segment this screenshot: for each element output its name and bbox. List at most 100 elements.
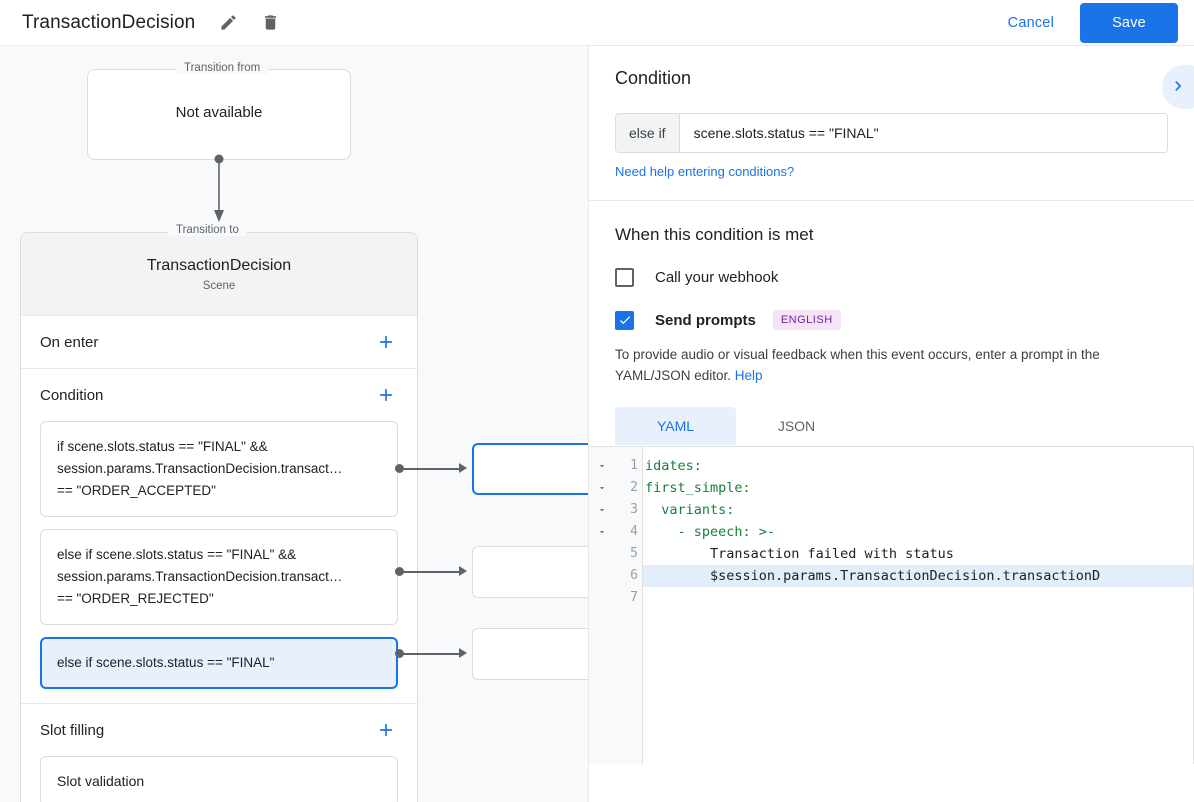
transition-from-value: Not available <box>175 104 263 121</box>
slot-filling-header: Slot filling <box>21 704 417 756</box>
send-prompts-checkbox[interactable] <box>615 310 634 330</box>
transition-to-legend: Transition to <box>168 224 247 236</box>
transition-from-legend: Transition from <box>176 62 269 74</box>
code-token-text: $session.params.TransactionDecision.tran… <box>645 568 1101 584</box>
tab-json[interactable]: JSON <box>736 407 857 445</box>
condition-card-line: == "ORDER_ACCEPTED" <box>57 483 216 498</box>
send-prompts-row[interactable]: Send prompts ENGLISH <box>615 310 1168 330</box>
collapse-panel-button[interactable] <box>1162 65 1194 109</box>
condition-input[interactable] <box>679 114 1167 152</box>
condition-title: Condition <box>40 386 104 404</box>
scene-graph-canvas[interactable]: Transition from Not available Transition… <box>0 46 588 802</box>
condition-details-panel: Condition else if Need help entering con… <box>588 46 1194 802</box>
code-line-number: 4 <box>630 524 638 539</box>
connector-line <box>403 468 459 470</box>
on-enter-title: On enter <box>40 333 99 351</box>
condition-card-line: if scene.slots.status == "FINAL" && <box>57 439 268 454</box>
add-on-enter-button[interactable] <box>373 329 399 355</box>
code-fold-spacer <box>589 587 615 609</box>
code-fold-toggle[interactable] <box>589 521 615 543</box>
scene-card[interactable]: TransactionDecision Scene On enter Condi… <box>20 232 418 802</box>
code-fold-toggle[interactable] <box>589 499 615 521</box>
panel-title: Condition <box>615 68 692 88</box>
condition-card[interactable]: else if scene.slots.status == "FINAL" &&… <box>40 529 398 625</box>
code-line-number: 7 <box>630 590 638 605</box>
on-enter-header: On enter <box>21 316 417 368</box>
code-token-text: Transaction failed with status <box>645 546 954 562</box>
connector-arrow <box>459 566 467 576</box>
code-line[interactable] <box>643 587 1193 609</box>
plus-icon <box>376 720 396 740</box>
language-badge: ENGLISH <box>772 310 841 330</box>
edit-name-button[interactable] <box>213 8 243 38</box>
connector-dot[interactable] <box>395 649 404 658</box>
code-line[interactable]: Transaction failed with status <box>643 543 1193 565</box>
connector-arrow <box>459 648 467 658</box>
code-content-area[interactable]: idates: first_simple: variants: - speech:… <box>643 447 1193 764</box>
trash-icon <box>261 13 280 32</box>
transition-target-card[interactable] <box>472 546 588 598</box>
condition-card-list: if scene.slots.status == "FINAL" && sessi… <box>21 421 417 703</box>
code-fold-toggle[interactable] <box>589 477 615 499</box>
connector-dot[interactable] <box>395 567 404 576</box>
code-line[interactable]: variants: <box>643 499 1193 521</box>
condition-card-line: else if scene.slots.status == "FINAL" <box>57 655 275 670</box>
scene-name: TransactionDecision <box>146 256 292 274</box>
transition-target-card[interactable] <box>472 443 588 495</box>
tab-yaml[interactable]: YAML <box>615 407 736 445</box>
top-bar-actions: Cancel Save <box>996 2 1178 43</box>
flow-arrow <box>212 154 226 229</box>
code-token-key: idates: <box>645 458 702 474</box>
section-condition: Condition if scene.slots.status == "FINA… <box>21 369 417 704</box>
condition-card-line: else if scene.slots.status == "FINAL" && <box>57 547 297 562</box>
transition-target-card[interactable] <box>472 628 588 680</box>
prompt-help-link[interactable]: Help <box>734 368 763 383</box>
slot-filling-title: Slot filling <box>40 721 105 739</box>
code-fold-toggle[interactable] <box>589 455 615 477</box>
check-icon <box>618 313 632 327</box>
app-top-bar: TransactionDecision Cancel Save <box>0 0 1194 46</box>
chevron-right-icon <box>1168 76 1194 99</box>
code-line[interactable]: - speech: >- <box>643 521 1193 543</box>
panel-header: Condition <box>589 46 1194 109</box>
connector-line <box>403 653 459 655</box>
send-prompts-label: Send prompts <box>655 311 756 329</box>
code-line-number: 6 <box>630 568 638 583</box>
code-token-key: variants: <box>661 502 735 518</box>
code-fold-spacer <box>589 565 615 587</box>
code-fold-spacer <box>589 543 615 565</box>
slot-validation-card[interactable]: Slot validation <box>40 756 398 802</box>
code-line-number: 2 <box>630 480 638 495</box>
pencil-icon <box>219 13 238 32</box>
connector-arrow <box>459 463 467 473</box>
add-slot-filling-button[interactable] <box>373 717 399 743</box>
delete-button[interactable] <box>255 8 285 38</box>
condition-header: Condition <box>21 369 417 421</box>
add-condition-button[interactable] <box>373 382 399 408</box>
connector-dot[interactable] <box>395 464 404 473</box>
code-line[interactable]: $session.params.TransactionDecision.tran… <box>643 565 1193 587</box>
code-line[interactable]: idates: <box>643 455 1193 477</box>
plus-icon <box>376 385 396 405</box>
prompt-description: To provide audio or visual feedback when… <box>615 344 1168 386</box>
cancel-button[interactable]: Cancel <box>996 6 1066 40</box>
save-button[interactable]: Save <box>1080 2 1178 43</box>
section-slot-filling: Slot filling Slot validation <box>21 704 417 802</box>
code-line[interactable]: first_simple: <box>643 477 1193 499</box>
code-line-number: 5 <box>630 546 638 561</box>
condition-card[interactable]: else if scene.slots.status == "FINAL" <box>40 637 398 689</box>
transition-from-card: Transition from Not available <box>87 62 351 160</box>
call-webhook-label: Call your webhook <box>655 269 779 286</box>
condition-expression-row: else if <box>615 113 1168 153</box>
condition-help-link[interactable]: Need help entering conditions? <box>615 164 795 179</box>
condition-card-line: session.params.TransactionDecision.trans… <box>57 569 343 584</box>
when-condition-met-title: When this condition is met <box>615 225 814 244</box>
scene-card-header: TransactionDecision Scene <box>21 233 417 316</box>
condition-card[interactable]: if scene.slots.status == "FINAL" &&sessi… <box>40 421 398 517</box>
connector-line <box>403 571 459 573</box>
call-webhook-checkbox[interactable] <box>615 268 634 287</box>
condition-card-line: == "ORDER_REJECTED" <box>57 591 214 606</box>
call-webhook-row[interactable]: Call your webhook <box>615 268 1168 287</box>
